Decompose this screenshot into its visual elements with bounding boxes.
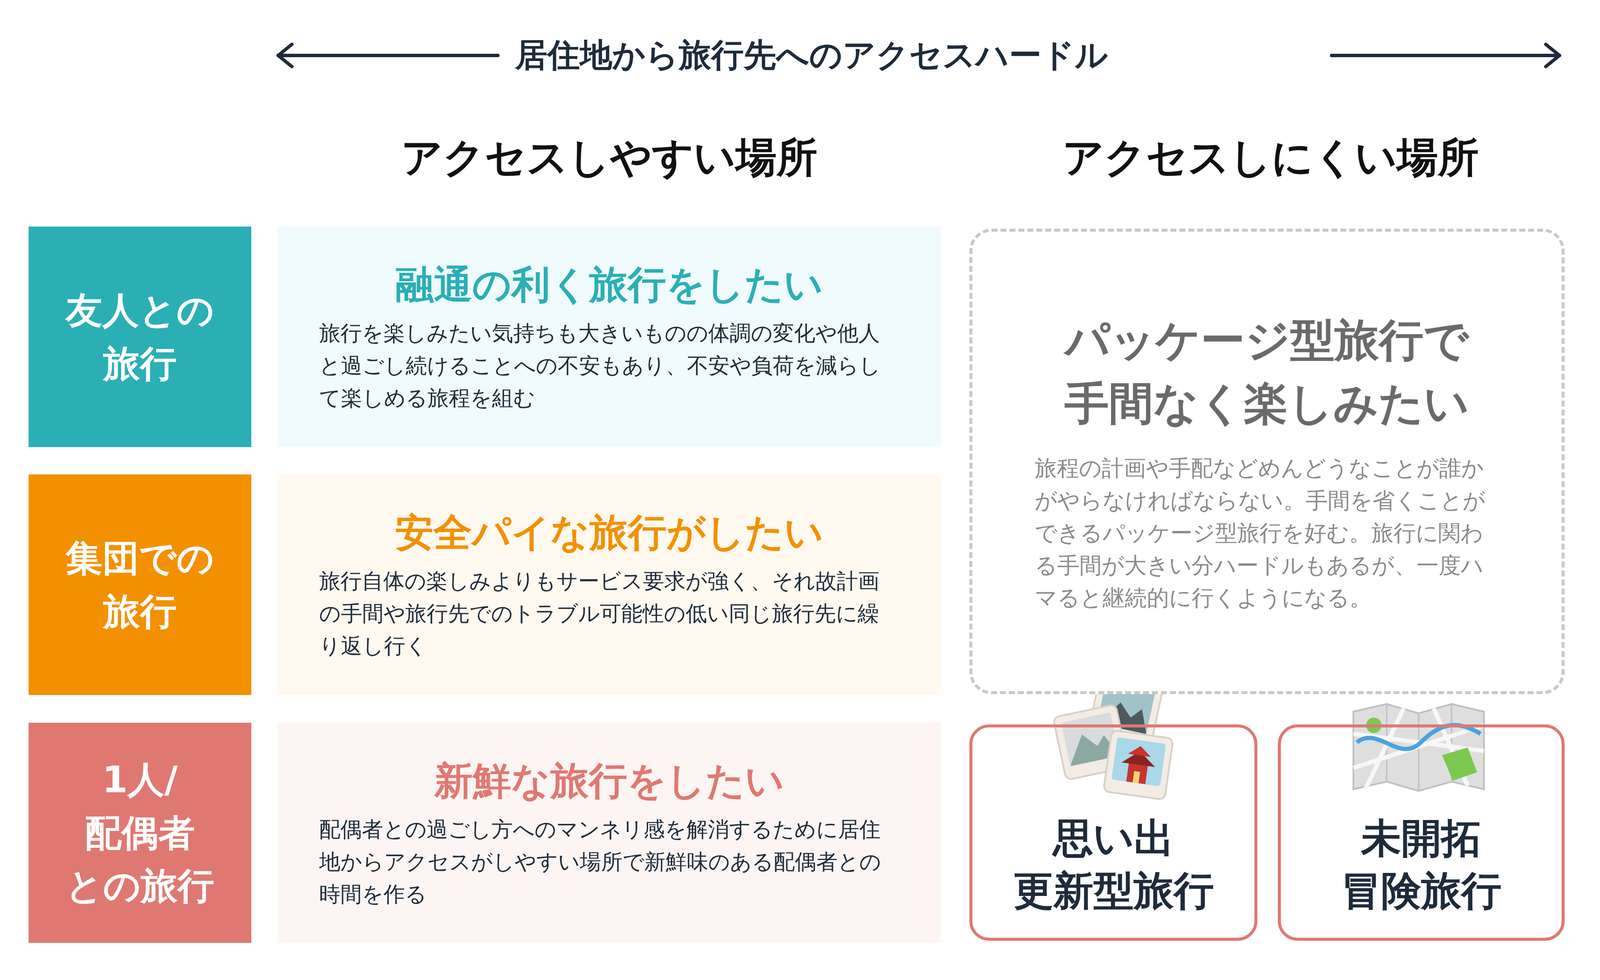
arrow-line — [278, 53, 498, 58]
node-heading: 集団での 旅行 — [55, 531, 225, 638]
arrow-head — [1545, 44, 1560, 67]
node-heading: 安全パイな旅行がしたい — [395, 507, 824, 558]
node-heading: 融通の利く旅行をしたい — [395, 259, 824, 310]
node-body: 旅行自体の楽しみよりもサービス要求が強く、それ故計画の手間や旅行先でのトラブル可… — [319, 564, 900, 663]
arrow-head — [278, 44, 292, 67]
node-body: 配偶者との過ごし方へのマンネリ感を解消するために居住地からアクセスがしやすい場所… — [319, 813, 900, 911]
diagram-title: 居住地から旅行先へのアクセスハードル — [514, 33, 1109, 78]
column-header: アクセスしにくい場所 — [1062, 130, 1479, 187]
arrow-line — [1331, 53, 1560, 58]
node-heading: パッケージ型旅行で 手間なく楽しみたい — [1053, 308, 1480, 435]
need-box: 新鮮な旅行をしたい配偶者との過ごし方へのマンネリ感を解消するために居住地からアク… — [277, 722, 941, 943]
row-label: 1人/ 配偶者 との旅行 — [28, 722, 252, 943]
node-heading: 友人との 旅行 — [55, 283, 225, 390]
node-heading: 思い出 更新型旅行 — [1005, 812, 1222, 917]
need-box: 融通の利く旅行をしたい旅行を楽しみたい気持ちも大きいものの体調の変化や他人と過ご… — [277, 226, 941, 448]
node-heading: 未開拓 冒険旅行 — [1312, 812, 1530, 917]
map-icon — [1353, 704, 1484, 792]
need-box: 安全パイな旅行がしたい旅行自体の楽しみよりもサービス要求が強く、それ故計画の手間… — [277, 474, 941, 696]
type-box: 未開拓 冒険旅行 — [1277, 724, 1565, 941]
node-body: 旅程の計画や手配などめんどうなことが誰かがやらなければならない。手間を省くことが… — [1034, 451, 1500, 614]
node-heading: 1人/ 配偶者 との旅行 — [55, 753, 225, 913]
column-header: アクセスしやすい場所 — [401, 130, 818, 187]
node-heading: 新鮮な旅行をしたい — [434, 755, 785, 806]
package-box: パッケージ型旅行で 手間なく楽しみたい旅程の計画や手配などめんどうなことが誰かが… — [969, 228, 1565, 695]
row-label: 集団での 旅行 — [28, 474, 252, 696]
type-box: 思い出 更新型旅行 — [969, 724, 1258, 941]
node-body: 旅行を楽しみたい気持ちも大きいものの体調の変化や他人と過ごし続けることへの不安も… — [319, 317, 900, 415]
row-label: 友人との 旅行 — [28, 226, 252, 448]
